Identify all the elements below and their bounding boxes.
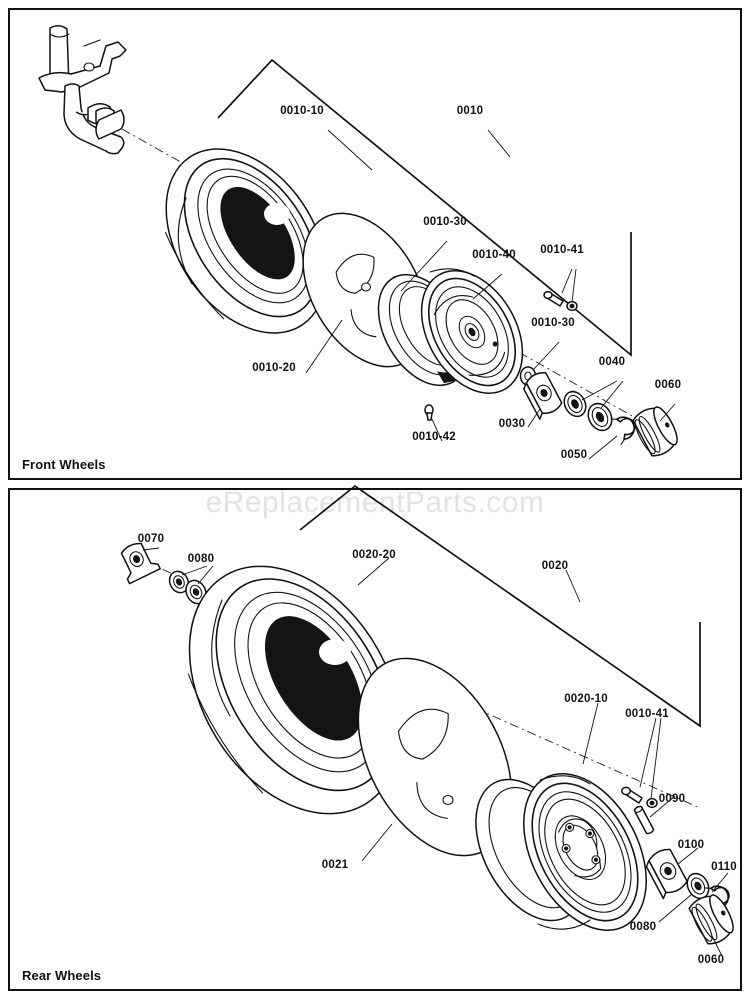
panel-front-wheels: 0010 0010-10 0010-20 0010-30 0010-40 0010-41 0… [8,8,742,480]
valve-0010-42 [424,404,434,421]
part-number-label: 0040 [599,356,625,368]
rear-part-numbers: 0070 0080 0020-20 0020 0020-10 0010-41 0090 010… [138,533,737,966]
part-number-label: 0020-20 [352,549,396,561]
part-number-label: 0060 [698,954,724,966]
front-rim [377,268,524,394]
part-number-label: 0010-42 [412,431,456,443]
bracket-0070 [120,542,161,585]
bolt-0010-41 [543,290,578,312]
front-leader-lines [305,129,676,460]
part-number-label: 0021 [322,859,349,871]
rear-leader-lines [142,547,729,957]
spindle-part [38,25,127,155]
part-number-label: 0110 [711,861,737,873]
bearing-0040-a [563,390,587,418]
rear-wheels-illustration: 0070 0080 0020-20 0020 0020-10 0010-41 0090 010… [10,484,740,989]
rear-tire [187,565,402,815]
part-number-label: 0080 [188,553,214,565]
washer-0080-a [168,570,190,594]
part-number-label: 0080 [630,921,656,933]
part-number-label: 0010-10 [280,105,324,117]
front-wheels-illustration: 0010 0010-10 0010-20 0010-30 0010-40 0010-41 0… [10,10,740,478]
part-number-label: 0020-10 [564,693,608,705]
part-number-label: 0010-41 [625,708,669,720]
front-tire [164,148,327,334]
part-number-label: 0070 [138,533,164,545]
rear-rim [475,773,647,931]
part-number-label: 0030 [499,418,525,430]
rear-panel-caption: Rear Wheels [22,968,102,983]
key-0090 [633,805,655,835]
hub-plate-0100 [645,848,688,900]
part-number-label: 0010-20 [252,362,296,374]
bolt-0010-41-rear [621,786,658,809]
part-number-label: 0010-30 [531,317,575,329]
hub-plate-0030 [523,372,563,420]
front-panel-caption: Front Wheels [22,457,106,472]
front-part-numbers: 0010 0010-10 0010-20 0010-30 0010-40 0010-41 0… [252,105,681,461]
part-number-label: 0010-41 [540,244,584,256]
part-number-label: 0050 [561,449,587,461]
part-number-label: 0010-40 [472,249,516,261]
bearing-0040-b [587,402,613,432]
part-number-label: 0060 [655,379,681,391]
retaining-ring-0050 [610,416,636,445]
part-number-label: 0090 [659,793,685,805]
part-number-label: 0020 [542,560,568,572]
hub-cap-0060 [632,406,678,457]
part-number-label: 0100 [678,839,704,851]
part-number-label: 0010 [457,105,483,117]
part-number-label: 0010-30 [423,216,467,228]
panel-rear-wheels: 0070 0080 0020-20 0020 0020-10 0010-41 0090 010… [8,484,742,991]
hub-cap-0060-rear [688,894,734,945]
